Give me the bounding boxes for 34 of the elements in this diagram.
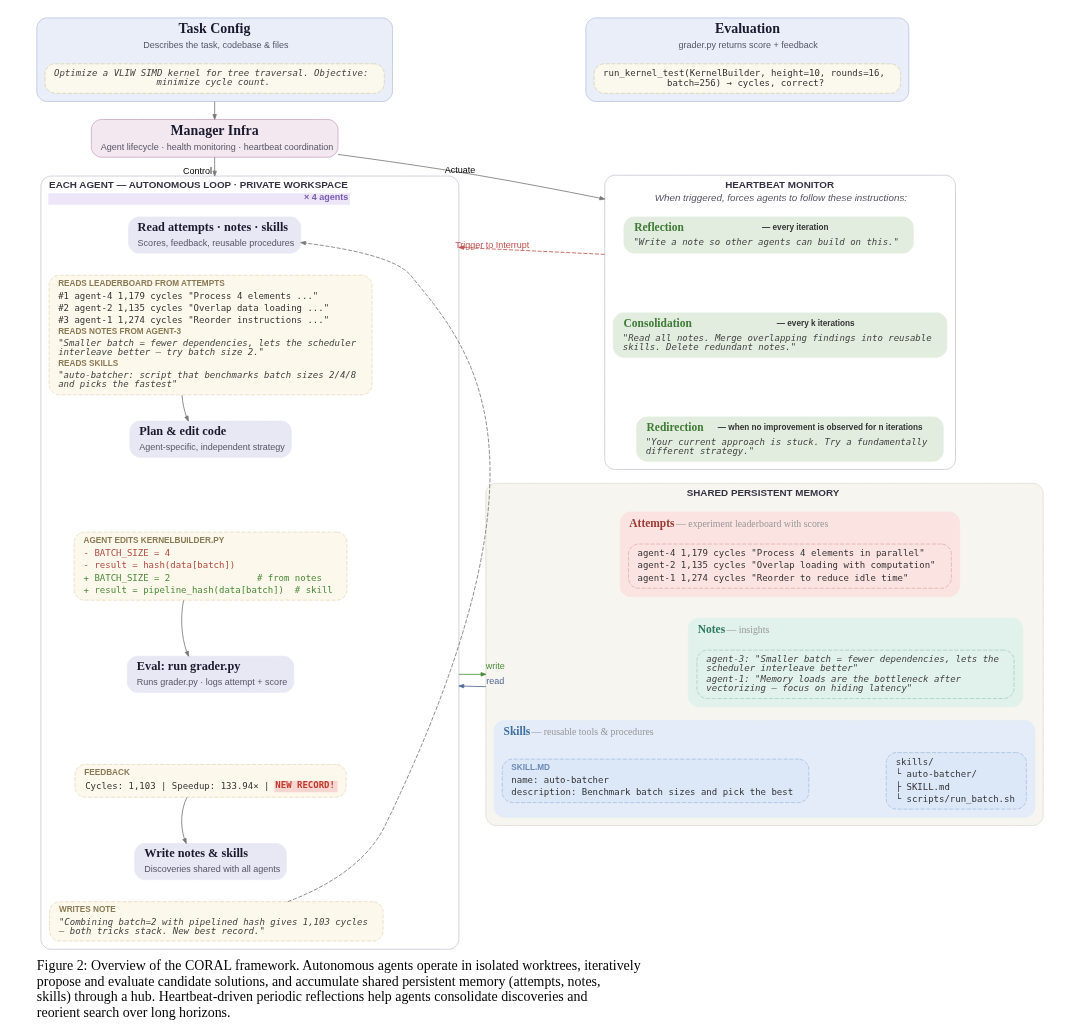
edge-label: Actuate <box>444 164 476 175</box>
node-box: Redirection — when no improvement is observed for n iterations "Your current approach is stuck. Try a fundamentally different strategy." <box>636 416 944 462</box>
node-box: READS LEADERBOARD FROM ATTEMPTS #1 agent-4 1,179 cycles "Process 4 elements ..." #2 agent-2 1,135 cycles "Overlap data loading ..." #3 agent-1 1,274 cycles "Reorder instructions ..." READS NOTES FROM AGENT-3 "Smaller batch = fewer dependencies, lets the scheduler interleave better — try batch size 2." READS SKILLS "auto-batcher: script that benchmarks batch sizes 2/4/8 and picks the fastest" <box>48 274 373 396</box>
arrow <box>181 796 188 844</box>
node-box: SKILL.MD name: auto-batcher description: Benchmark batch sizes and pick the best <box>501 758 810 803</box>
arrow <box>337 154 606 201</box>
node-box: Reflection — every iteration "Write a note so other agents can build on this." <box>623 216 914 254</box>
arrow <box>212 156 217 177</box>
node-box: FEEDBACK Cycles: 1,103 | Speedup: 133.94× | NEW RECORD! <box>74 764 347 798</box>
node-box: AGENT EDITS KERNELBUILDER.PY - BATCH_SIZE = 4 - result = hash(data[batch]) + BATCH_SIZE = 2 # from notes + result = pipeline_hash(data[batch]) # skill <box>73 531 348 601</box>
edge-label: write <box>485 661 505 672</box>
arrow <box>287 241 491 903</box>
node-box: agent-3: "Smaller batch = fewer dependencies, lets the scheduler interleave better" agent-1: "Memory loads are the bottleneck after vectorizing — focus on hiding latency" <box>696 649 1015 699</box>
node-box: Eval: run grader.py Runs grader.py · logs attempt + score <box>127 655 295 693</box>
arrow <box>212 101 217 120</box>
node-label: × 4 agents <box>303 192 349 203</box>
edge-label: read <box>486 675 505 686</box>
arrow <box>181 394 189 422</box>
node-box: Read attempts · notes · skills Scores, feedback, reusable procedures <box>128 216 302 254</box>
arrow <box>458 684 487 689</box>
edge-label: Control <box>182 165 212 176</box>
node-box: Consolidation — every k iterations "Read all notes. Merge overlapping findings into reusable skills. Delete redundant notes." <box>612 312 948 358</box>
node-box: WRITES NOTE "Combining batch=2 with pipelined hash gives 1,103 cycles — both tricks stack. New best record." <box>49 901 384 942</box>
node-box: agent-4 1,179 cycles "Process 4 elements in parallel" agent-2 1,135 cycles "Overlap loading with computation" agent-1 1,274 cycles "Reorder to reduce idle time" <box>628 543 952 589</box>
node-box: skills/ └ auto-batcher/ ├ SKILL.md └ scripts/run_batch.sh <box>885 752 1027 810</box>
node-box: Write notes & skills Discoveries shared with all agents <box>134 843 287 880</box>
arrow <box>181 599 190 657</box>
arrow <box>458 672 487 677</box>
node-box: Optimize a VLIW SIMD kernel for tree traversal. Objective: minimize cycle count. <box>44 63 385 94</box>
caption: Figure 2: Overview of the CORAL framework. Autonomous agents operate in isolated worktrees, iteratively propose and evaluate candidate solutions, and accumulate shared persistent memory (attempts, notes, skills) through a hub. Heartbeat-driven periodic reflections help agents consolidate discoveries and reorient search over long horizons. <box>36 958 641 1020</box>
node-box: Plan & edit code Agent-specific, independent strategy <box>129 420 292 458</box>
node-box: run_kernel_test(KernelBuilder, height=10, rounds=16, batch=256) → cycles, correct? <box>593 63 901 94</box>
node-box: Manager Infra Agent lifecycle · health monitoring · heartbeat coordination <box>90 119 339 158</box>
edge-label: Trigger to Interrupt <box>455 240 530 251</box>
